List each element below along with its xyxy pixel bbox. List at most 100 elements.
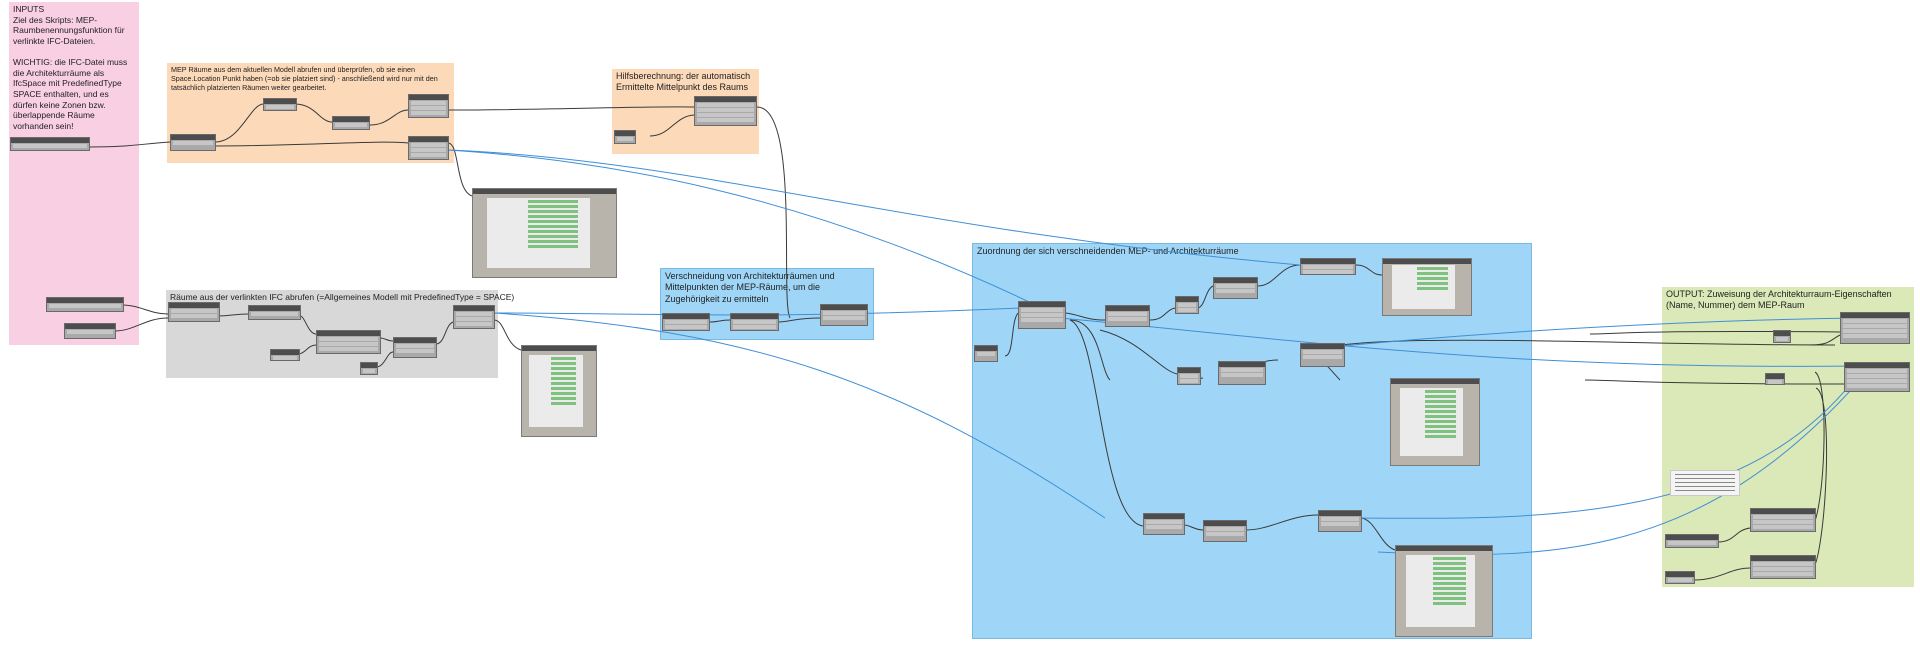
wire — [297, 344, 317, 355]
wire — [89, 141, 171, 148]
wire — [375, 351, 394, 368]
node[interactable] — [393, 337, 437, 358]
node[interactable] — [408, 94, 449, 118]
wire — [1299, 317, 1861, 351]
wire — [299, 315, 317, 335]
wire — [1149, 307, 1176, 321]
node[interactable] — [360, 362, 378, 375]
node[interactable] — [332, 116, 370, 130]
wire — [294, 103, 333, 123]
node[interactable] — [1750, 508, 1816, 532]
wire — [1069, 319, 1111, 381]
node[interactable] — [974, 345, 998, 362]
node[interactable] — [1177, 367, 1201, 385]
wire — [1196, 285, 1214, 309]
node[interactable] — [1218, 361, 1266, 385]
wire — [649, 114, 695, 137]
wire — [1059, 317, 1861, 367]
group-inputs-title: INPUTS Ziel des Skripts: MEP-Raumbenennu… — [13, 4, 128, 131]
node[interactable] — [1844, 362, 1910, 392]
watch-node[interactable] — [472, 188, 617, 278]
wire — [214, 141, 409, 147]
wire — [121, 304, 169, 315]
wire — [217, 313, 249, 317]
node[interactable] — [1018, 301, 1066, 329]
wire — [1717, 527, 1751, 543]
node[interactable] — [64, 323, 116, 339]
wire — [493, 307, 1021, 316]
wire — [214, 103, 264, 143]
node[interactable] — [1318, 510, 1362, 532]
wire — [493, 312, 1106, 519]
watch-node[interactable] — [1382, 258, 1472, 316]
wire — [1589, 330, 1841, 335]
wire — [447, 149, 1301, 266]
wire — [1809, 334, 1841, 346]
node[interactable] — [1765, 373, 1785, 385]
node[interactable] — [408, 136, 449, 160]
node[interactable] — [46, 297, 124, 312]
wire — [1183, 524, 1204, 531]
node[interactable] — [820, 304, 868, 326]
wire — [777, 317, 821, 323]
node[interactable] — [614, 130, 636, 144]
wire — [1584, 379, 1845, 385]
node[interactable] — [263, 98, 297, 111]
node[interactable] — [1213, 277, 1258, 299]
wire — [1355, 264, 1383, 276]
group-mep-rooms-title: MEP Räume aus dem aktuellen Modell abruf… — [171, 65, 438, 92]
node[interactable] — [1300, 343, 1345, 367]
group-output-title: OUTPUT: Zuweisung der Architekturraum-Ei… — [1666, 289, 1892, 311]
wire — [447, 106, 695, 111]
watch-node[interactable] — [1395, 545, 1493, 637]
wire — [447, 149, 1049, 312]
wire — [1693, 567, 1751, 581]
node[interactable] — [1750, 555, 1816, 579]
watch-node[interactable] — [521, 345, 597, 437]
wire — [1359, 517, 1396, 551]
wire — [1809, 371, 1825, 531]
node[interactable] — [168, 302, 220, 322]
node[interactable] — [1203, 520, 1247, 542]
node[interactable] — [1300, 258, 1356, 275]
node[interactable] — [453, 305, 495, 329]
group-intersection-title: Verschneidung von Architekturräumen und … — [665, 271, 835, 304]
watch-node[interactable] — [1390, 378, 1480, 466]
node[interactable] — [248, 305, 301, 320]
wire — [1069, 319, 1144, 527]
node[interactable] — [1840, 312, 1910, 344]
node[interactable] — [1105, 305, 1150, 327]
node[interactable] — [694, 96, 757, 126]
wire — [113, 317, 169, 332]
group-linked-rooms-title: Räume aus der verlinkten IFC abrufen (=A… — [170, 292, 515, 302]
node[interactable] — [316, 330, 381, 354]
node[interactable] — [270, 349, 300, 361]
wire — [1004, 311, 1021, 357]
node[interactable] — [10, 137, 90, 151]
group-inputs[interactable]: INPUTS Ziel des Skripts: MEP-Raumbenennu… — [9, 2, 139, 345]
wire — [493, 319, 522, 351]
wire — [369, 109, 409, 126]
wire — [1257, 264, 1301, 287]
node[interactable] — [1665, 534, 1719, 548]
wire — [1359, 371, 1861, 519]
node[interactable] — [730, 313, 779, 331]
wire — [1099, 329, 1178, 375]
wire — [447, 142, 473, 197]
node[interactable] — [1773, 330, 1791, 343]
wire — [1245, 514, 1319, 531]
node[interactable] — [1665, 571, 1695, 584]
node[interactable] — [1175, 296, 1199, 314]
node[interactable] — [662, 313, 710, 331]
wire — [379, 337, 394, 342]
node[interactable] — [1143, 513, 1185, 535]
wire — [756, 106, 791, 319]
note — [1670, 470, 1740, 496]
group-assignment-title: Zuordnung der sich verschneidenden MEP- … — [977, 246, 1239, 256]
wire — [435, 321, 454, 345]
wire — [1811, 387, 1828, 571]
group-mep-rooms[interactable]: MEP Räume aus dem aktuellen Modell abruf… — [167, 63, 454, 163]
wire — [709, 319, 731, 323]
node[interactable] — [170, 134, 216, 151]
